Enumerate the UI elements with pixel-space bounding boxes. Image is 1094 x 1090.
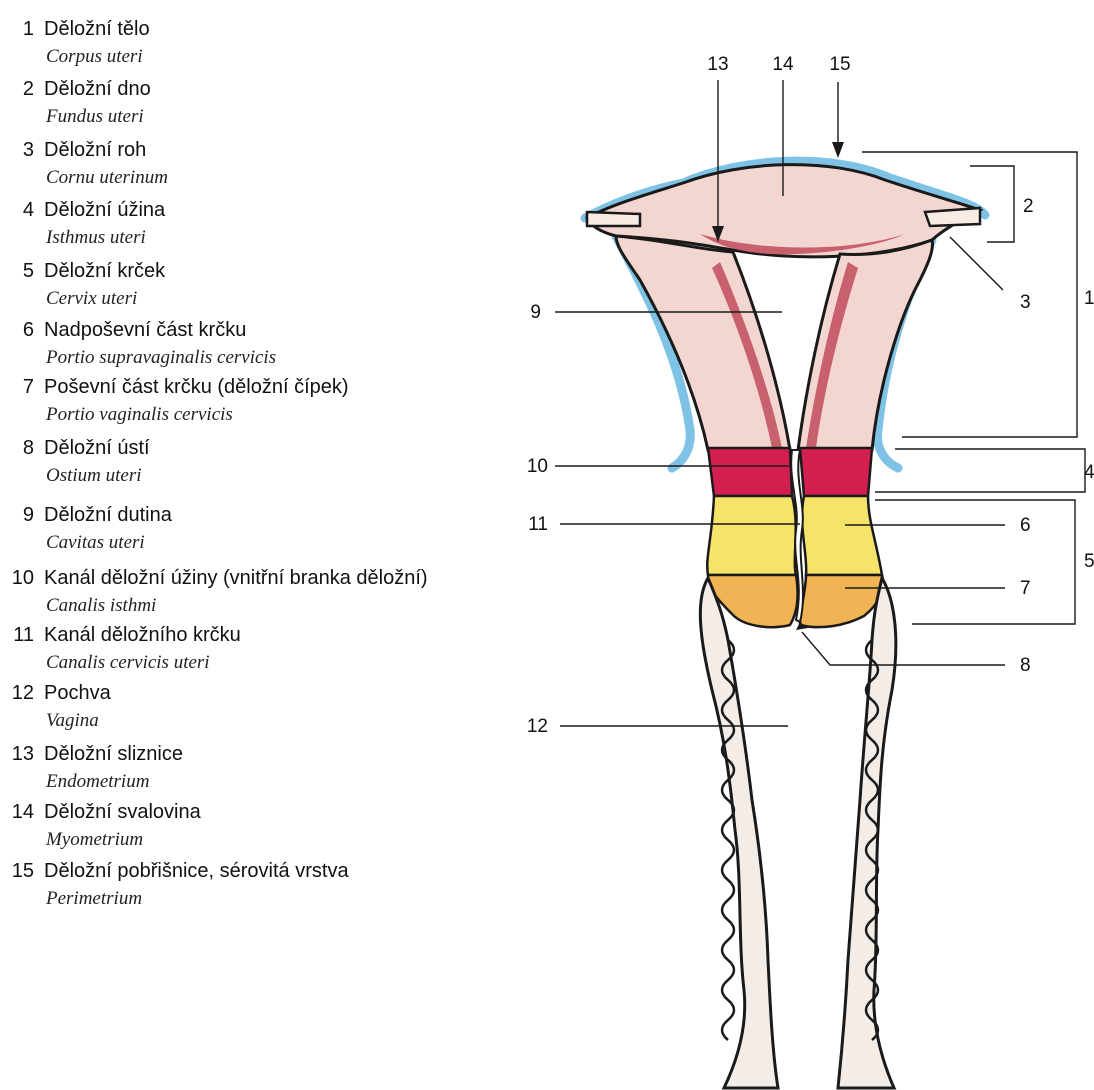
callout-14: 14 bbox=[772, 54, 794, 75]
supravaginal-cervix bbox=[802, 496, 882, 575]
callout-8: 8 bbox=[1020, 655, 1031, 676]
left-body-wall bbox=[616, 236, 790, 450]
callout-11: 11 bbox=[528, 514, 548, 535]
callout-7: 7 bbox=[1020, 578, 1031, 599]
callout-3: 3 bbox=[1020, 292, 1031, 313]
isthmus-band bbox=[800, 448, 872, 496]
callout-15: 15 bbox=[829, 54, 850, 75]
callout-1: 1 bbox=[1084, 288, 1094, 309]
supravaginal-cervix bbox=[707, 496, 796, 575]
callout-9: 9 bbox=[530, 302, 541, 323]
isthmus-band bbox=[708, 448, 792, 496]
callout-13: 13 bbox=[707, 54, 728, 75]
callout-10: 10 bbox=[527, 456, 548, 477]
left-horn bbox=[587, 212, 640, 226]
vagina-left-wall bbox=[700, 578, 778, 1088]
right-horn bbox=[925, 208, 980, 226]
callout-12: 12 bbox=[527, 716, 548, 737]
vaginal-portio bbox=[800, 575, 883, 627]
callout-6: 6 bbox=[1020, 515, 1031, 536]
callout-5: 5 bbox=[1084, 551, 1094, 572]
callout-2: 2 bbox=[1023, 196, 1034, 217]
callout-4: 4 bbox=[1084, 462, 1094, 483]
